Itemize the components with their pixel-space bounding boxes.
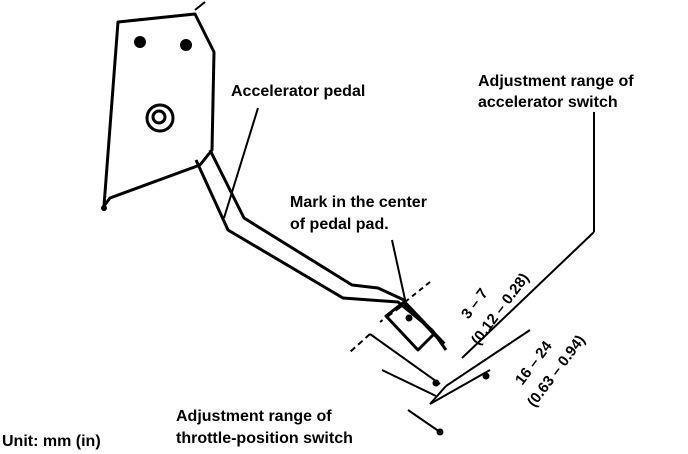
leader-accelerator-pedal	[223, 107, 259, 219]
pedal-arm	[194, 149, 433, 332]
pedal-bracket	[102, 1, 216, 208]
label-accelerator-pedal: Accelerator pedal	[231, 83, 366, 100]
bracket-rivet	[101, 205, 107, 211]
bracket-hole-1	[134, 36, 146, 48]
bracket-hole-2	[180, 39, 192, 51]
pivot-bolt	[145, 103, 175, 133]
dimension-dots	[405, 314, 490, 436]
leader-mark-center	[391, 239, 407, 305]
dimension-lines	[349, 281, 531, 433]
label-mark-line2: of pedal pad.	[290, 216, 389, 233]
label-unit: Unit: mm (in)	[2, 433, 101, 450]
label-adj-accel-line2: accelerator switch	[478, 94, 618, 111]
leader-lines	[223, 107, 595, 359]
label-adj-accel-line1: Adjustment range of	[478, 73, 634, 90]
label-adj-throttle-line2: throttle-position switch	[176, 430, 353, 447]
pedal-pad	[384, 300, 448, 352]
label-adj-throttle-line1: Adjustment range of	[176, 408, 332, 425]
label-mark-line1: Mark in the center	[290, 194, 427, 211]
